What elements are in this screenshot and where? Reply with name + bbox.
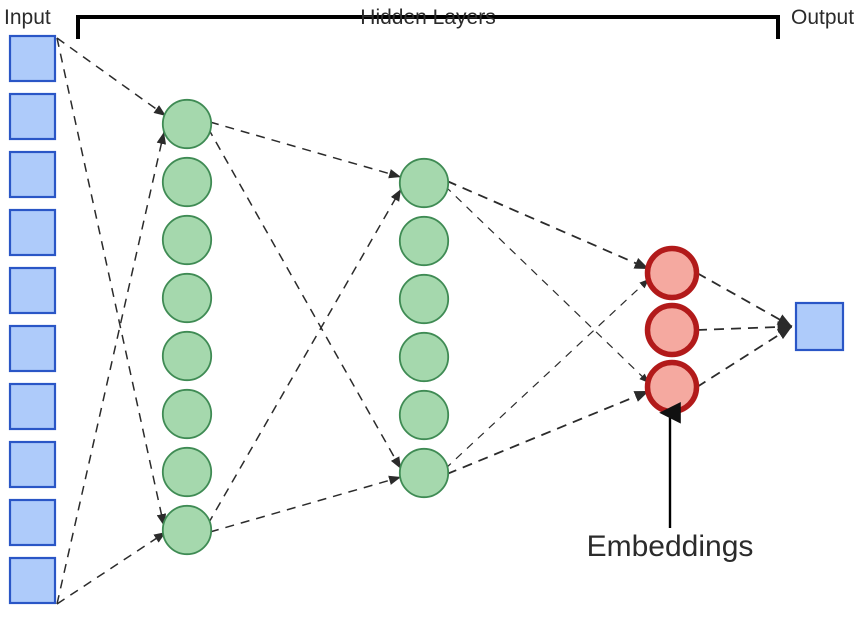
input-node[interactable] <box>8 150 57 199</box>
connection-line <box>56 37 167 117</box>
connection-line <box>696 321 793 333</box>
connection-line <box>209 121 402 179</box>
connection-line <box>56 37 167 527</box>
input-node[interactable] <box>8 498 57 547</box>
input-node[interactable] <box>8 440 57 489</box>
connection-line <box>207 188 402 525</box>
input-node[interactable] <box>8 34 57 83</box>
hidden-node[interactable] <box>398 273 450 325</box>
hidden-node[interactable] <box>398 215 450 267</box>
connection-line <box>446 390 650 475</box>
input-node[interactable] <box>8 266 57 315</box>
connection-line <box>696 272 793 328</box>
input-node[interactable] <box>8 556 57 605</box>
connection-line <box>56 131 167 605</box>
embeddings-label: Embeddings <box>587 530 754 563</box>
hidden-node[interactable] <box>398 389 450 441</box>
hidden-node[interactable] <box>161 98 213 150</box>
hidden-node[interactable] <box>398 157 450 209</box>
hidden-node[interactable] <box>161 214 213 266</box>
connection-lines <box>56 37 793 605</box>
output-layer-label: Output <box>791 6 854 29</box>
hidden-layers-label: Hidden Layers <box>360 6 495 29</box>
embedding-node[interactable] <box>644 359 700 415</box>
hidden-node[interactable] <box>161 446 213 498</box>
connection-line <box>56 531 167 605</box>
connection-line <box>207 127 402 470</box>
input-node[interactable] <box>8 92 57 141</box>
hidden-node[interactable] <box>161 272 213 324</box>
hidden-node[interactable] <box>161 156 213 208</box>
input-node[interactable] <box>8 208 57 257</box>
input-node[interactable] <box>8 324 57 373</box>
connection-line <box>446 180 650 270</box>
output-node[interactable] <box>794 301 845 352</box>
hidden-node[interactable] <box>161 388 213 440</box>
hidden-node[interactable] <box>398 447 450 499</box>
input-node[interactable] <box>8 382 57 431</box>
connection-line <box>444 278 650 470</box>
input-layer-label: Input <box>4 6 51 29</box>
network-nodes <box>8 34 845 605</box>
embedding-node[interactable] <box>644 245 700 301</box>
connection-line <box>209 475 402 533</box>
hidden-node[interactable] <box>161 330 213 382</box>
hidden-node[interactable] <box>161 504 213 556</box>
hidden-layers-bracket <box>76 15 780 39</box>
connection-line <box>444 185 650 384</box>
hidden-node[interactable] <box>398 331 450 383</box>
embedding-node[interactable] <box>644 302 700 358</box>
connection-line <box>696 325 793 388</box>
